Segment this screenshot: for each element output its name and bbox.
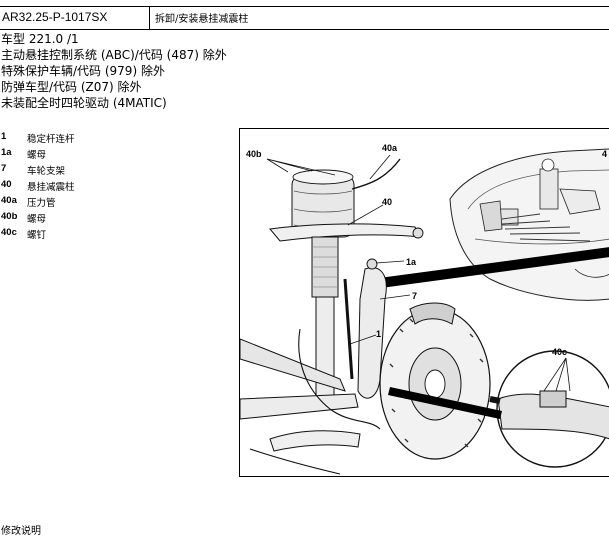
vehicle-outline [449, 148, 609, 301]
leader-line [347, 204, 384, 226]
legend-number: 1 [1, 131, 7, 142]
applicability-line: 未装配全时四轮驱动 (4MATIC) [1, 96, 167, 110]
stabilizer-link [343, 278, 354, 380]
location-indicator-bar [372, 247, 609, 289]
pressure-line [351, 158, 401, 190]
callout-1: 1 [376, 329, 381, 339]
vehicle-panel-line [467, 169, 609, 210]
brake-caliper [409, 302, 456, 325]
vehicle-panel-line [574, 268, 609, 278]
legend-number: 40b [1, 211, 18, 222]
upper-wishbone [269, 223, 421, 242]
leader-line [266, 158, 336, 176]
sensor-cable [298, 328, 381, 430]
applicability-line: 车型 221.0 /1 [1, 32, 79, 46]
tie-rod [269, 430, 361, 452]
subframe-edge [249, 448, 341, 475]
lower-control-arm [240, 338, 346, 392]
legend-label: 悬挂减震柱 [27, 182, 75, 193]
sleeve-ribs [312, 246, 338, 288]
inset-bushing [539, 390, 567, 408]
legend-number: 7 [1, 163, 7, 174]
detail-indicator-bar [388, 387, 502, 419]
strut-drawing: 40b 40a 40 1a 7 1 40c 4 [240, 143, 609, 475]
vehicle-panel-line [474, 238, 609, 245]
callout-40b: 40b [246, 149, 262, 159]
leader-line [369, 154, 391, 180]
legend-label: 车轮支架 [27, 166, 66, 177]
hydraulic-lines [501, 213, 591, 242]
applicability-line: 主动悬挂控制系统 (ABC)/代码 (487) 除外 [1, 48, 227, 62]
legend-number: 1a [1, 147, 12, 158]
callout-40a: 40a [382, 143, 398, 153]
document-code: AR32.25-P-1017SX [2, 10, 108, 24]
legend-label: 螺母 [27, 214, 47, 225]
document-title: 拆卸/安装悬挂减震柱 [155, 14, 249, 25]
leader-line [349, 334, 377, 345]
legend-number: 40 [1, 179, 12, 190]
callout-7: 7 [412, 291, 417, 301]
engine-component [479, 200, 503, 232]
strut-top-mount [292, 169, 354, 185]
link-nut [366, 258, 378, 270]
callout-1a: 1a [406, 257, 417, 267]
callout-4: 4 [602, 149, 607, 159]
applicability-line: 特殊保护车辆/代码 (979) 除外 [1, 64, 165, 78]
legend-label: 螺钉 [27, 230, 47, 241]
document-header: AR32.25-P-1017SX 拆卸/安装悬挂减震柱 [0, 6, 609, 30]
footer-fragment: 修改说明 [1, 526, 41, 537]
legend-number: 40c [1, 227, 17, 238]
strut-illustration: 40b 40a 40 1a 7 1 40c 4 [239, 128, 609, 477]
engine-component [539, 168, 559, 210]
applicability-line: 防弹车型/代码 (Z07) 除外 [1, 80, 142, 94]
callout-40c: 40c [552, 347, 567, 357]
header-divider [149, 7, 150, 29]
leader-line [379, 294, 411, 300]
callout-40: 40 [382, 197, 392, 207]
ball-joint [412, 227, 424, 239]
disc-drill-holes [389, 318, 484, 448]
engine-component [559, 188, 601, 215]
hub-center [424, 369, 446, 399]
inset-mount-bracket [497, 393, 609, 440]
legend-number: 40a [1, 195, 17, 206]
legend-label: 压力管 [27, 198, 56, 209]
legend-label: 稳定杆连杆 [27, 134, 75, 145]
legend-label: 螺母 [27, 150, 47, 161]
leader-line [375, 260, 405, 264]
inset-connector-bar [489, 396, 501, 404]
leader-line [543, 357, 571, 392]
engine-component [541, 158, 555, 172]
